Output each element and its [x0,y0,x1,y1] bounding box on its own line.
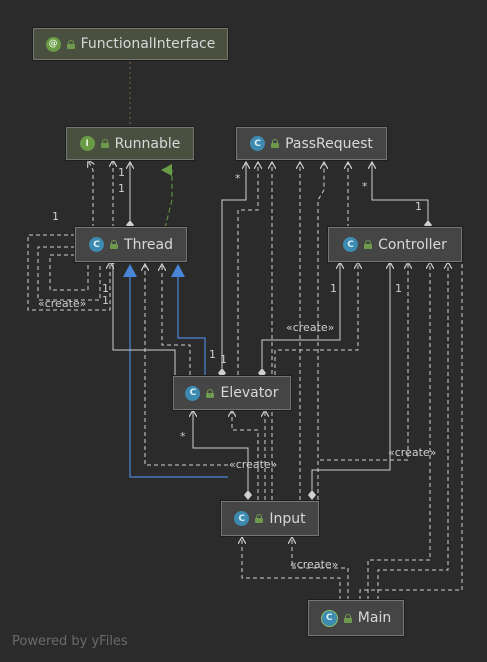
label-one: 1 [118,166,125,179]
node-label: Elevator [220,385,279,401]
class-icon: C [250,136,266,151]
public-lock-icon [271,139,280,148]
public-lock-icon [206,388,215,398]
edge-elevator-passrequest-dash [237,162,258,375]
edge-elevator-controller-dash [274,262,358,375]
edge-input-controller-assoc [312,262,390,490]
label-one: 1 [52,210,59,223]
label-create: «create» [290,558,339,571]
label-many: * [362,180,368,193]
public-lock-icon [343,613,352,623]
edge-elevator-extends-thread [177,272,206,375]
label-many: * [235,172,241,185]
node-label: Thread [124,236,173,253]
edge-main-thread [359,262,463,600]
node-functional-interface[interactable]: @ FunctionalInterface [33,28,228,60]
public-lock-icon [255,514,264,523]
label-create: «create» [388,446,437,459]
main-class-icon: C [320,609,338,627]
node-input[interactable]: C Input [221,501,319,536]
edge-input-elevator-dash1 [232,410,259,500]
label-one: 1 [330,282,337,295]
interface-icon: I [79,136,95,151]
label-one: 1 [220,353,227,366]
public-lock-icon [110,240,119,249]
edge-elevator-controller-assoc [262,262,340,368]
edge-thread-self-create [27,234,110,311]
edge-elevator-passrequest [222,162,246,368]
edge-main-controller-2 [377,262,448,600]
node-label: Runnable [114,135,181,152]
label-one: 1 [102,282,109,295]
edge-input-extends-thread-head [123,264,137,277]
label-one: 1 [118,182,125,195]
node-thread[interactable]: C Thread [75,227,187,262]
edge-main-controller-1 [367,262,430,600]
edge-elevator-thread-dash [162,264,191,375]
node-main[interactable]: C Main [308,600,404,636]
label-create: «create» [38,297,87,310]
edge-controller-passrequest-assoc [372,162,428,220]
edge-main-input-create [242,537,341,600]
edge-thread-implements-runnable [161,164,173,229]
label-one: 1 [395,282,402,295]
public-lock-icon [66,39,75,49]
node-elevator[interactable]: C Elevator [173,376,291,410]
node-label: FunctionalInterface [80,36,216,52]
annotation-icon: @ [45,36,61,52]
node-label: Main [357,610,392,626]
edge-main-input-create2 [292,537,349,600]
node-label: PassRequest [285,135,373,152]
public-lock-icon [364,240,373,249]
node-runnable[interactable]: I Runnable [66,127,194,160]
edge-input-controller-create [317,262,408,500]
label-create: «create» [286,321,335,334]
edge-thread-elevator-assoc [109,255,176,375]
edge-input-elevator-create [193,410,248,490]
class-icon: C [185,385,201,401]
edge-thread-self-create-inner2 [49,254,89,291]
label-one: 1 [102,294,109,307]
node-pass-request[interactable]: C PassRequest [236,127,387,160]
public-lock-icon [100,139,109,148]
class-icon: C [234,511,250,526]
label-one: 1 [209,348,216,361]
class-icon: C [343,237,359,252]
label-create: «create» [229,458,278,471]
node-controller[interactable]: C Controller [328,227,462,262]
label-many: * [180,430,186,443]
edge-thread-self-create-inner [37,246,101,301]
node-label: Input [269,510,306,527]
class-icon: C [89,237,105,252]
powered-by-footer: Powered by yFiles [12,634,128,649]
label-one: 1 [415,200,422,213]
edge-thread-runnable-dash [88,160,93,228]
edge-elevator-extends-thread-head [171,264,185,277]
node-label: Controller [378,236,447,253]
edge-input-thread-dash [145,264,228,466]
